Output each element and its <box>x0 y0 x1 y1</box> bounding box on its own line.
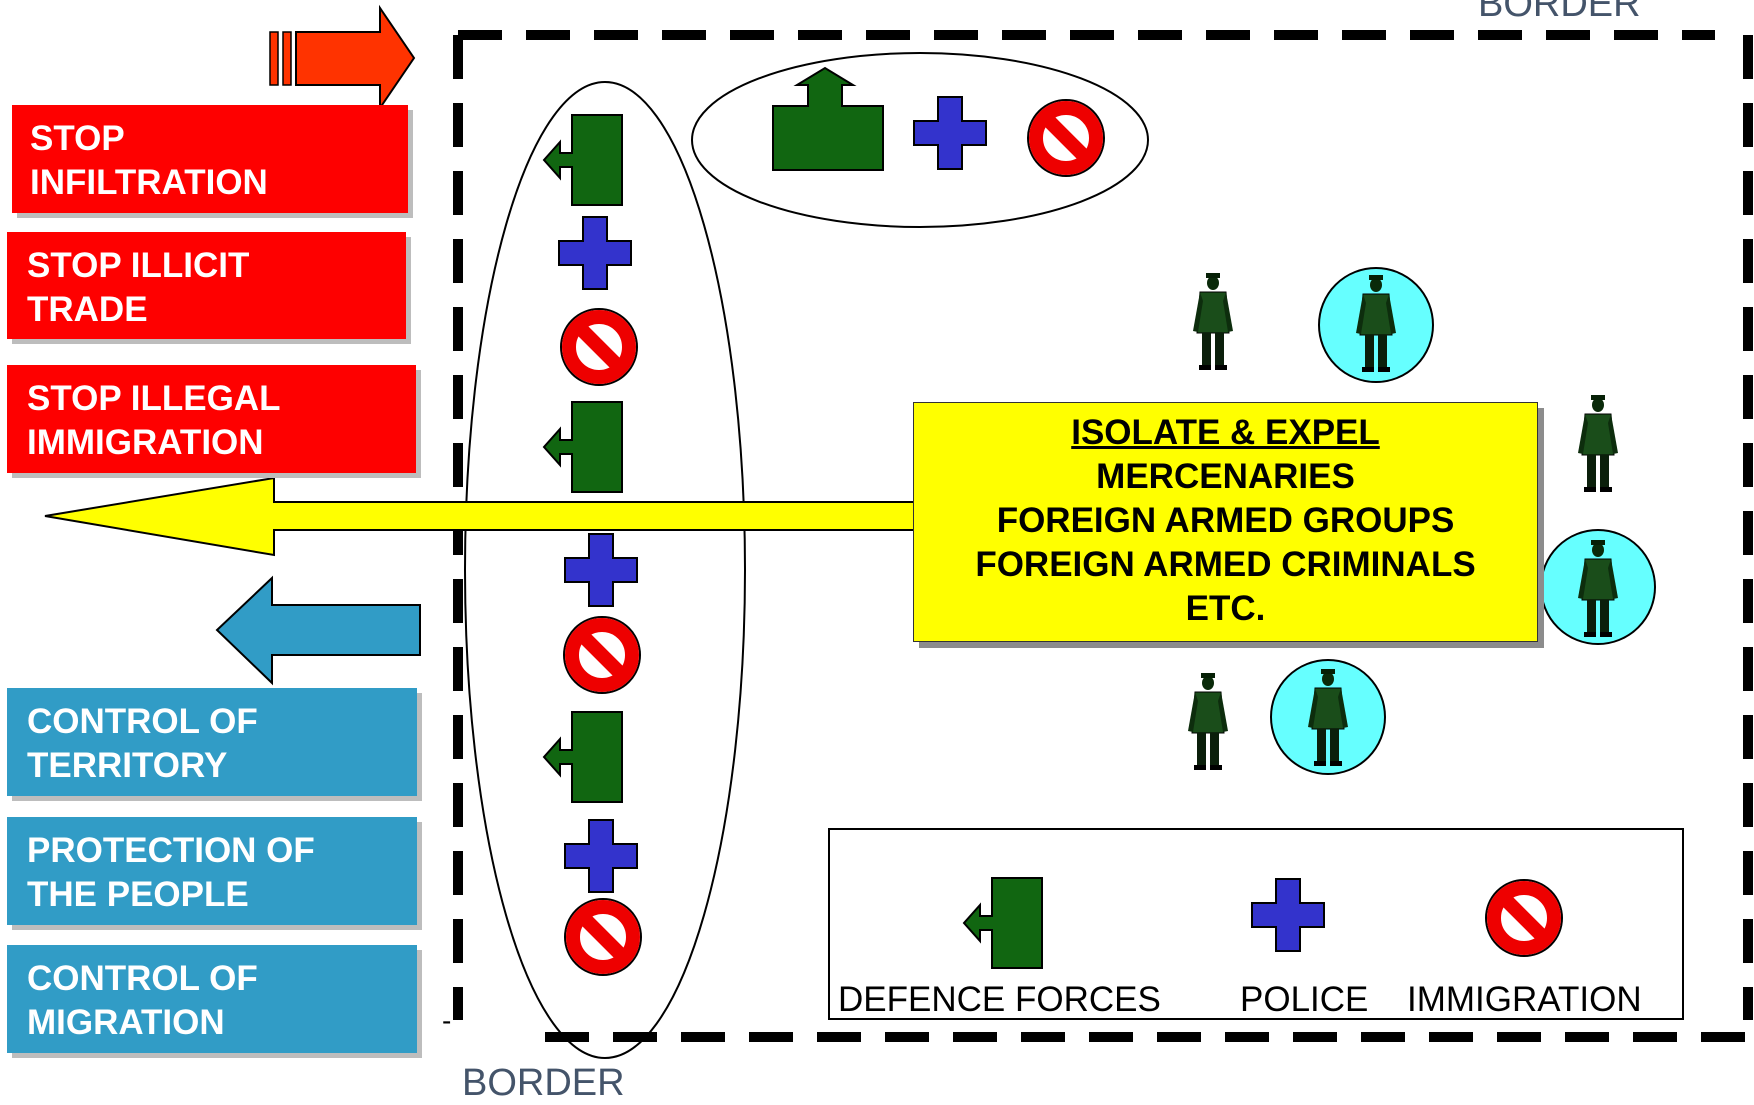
border-label-bottom: BORDER <box>462 1062 625 1104</box>
legend-defence-forces-label: DEFENCE FORCES <box>838 980 1161 1019</box>
defence-forces-icon <box>543 401 623 493</box>
stop-illegal-immigration-box: STOP ILLEGAL IMMIGRATION <box>7 365 416 473</box>
isolate-expel-box: ISOLATE & EXPEL MERCENARIES FOREIGN ARME… <box>913 402 1538 642</box>
isolate-expel-heading: ISOLATE & EXPEL <box>1071 413 1380 452</box>
no-entry-icon <box>565 899 641 975</box>
police-cross-icon <box>558 216 632 290</box>
legend-police-label: POLICE <box>1240 980 1369 1019</box>
checkpoint-ellipse-top <box>691 52 1149 228</box>
no-entry-icon <box>1028 100 1104 176</box>
target-line: FOREIGN ARMED GROUPS <box>996 501 1455 540</box>
police-cross-icon <box>564 819 638 893</box>
border-label-top: BORDER <box>1478 0 1641 25</box>
legend-box <box>828 828 1684 1020</box>
no-entry-icon <box>561 309 637 385</box>
soldier-icon <box>1192 272 1234 371</box>
defence-forces-icon <box>772 66 884 171</box>
control-blue-arrow <box>215 575 421 686</box>
stop-illicit-trade-box: STOP ILLICIT TRADE <box>7 232 406 339</box>
control-of-migration-box: CONTROL OF MIGRATION <box>7 945 417 1053</box>
stop-infiltration-box: STOP INFILTRATION <box>12 105 408 213</box>
inward-red-arrow <box>269 4 416 112</box>
legend-immigration-label: IMMIGRATION <box>1407 980 1642 1019</box>
no-entry-icon <box>564 617 640 693</box>
checkpoint-ellipse-vertical <box>464 81 746 1059</box>
target-line: MERCENARIES <box>1096 457 1355 496</box>
control-of-territory-box: CONTROL OF TERRITORY <box>7 688 417 796</box>
police-cross-icon <box>564 533 638 607</box>
defence-forces-icon <box>543 114 623 206</box>
soldier-icon <box>1577 394 1619 493</box>
police-cross-icon <box>913 96 987 170</box>
target-line: FOREIGN ARMED CRIMINALS <box>975 545 1476 584</box>
expel-yellow-arrow <box>44 476 949 557</box>
stray-mark: - <box>442 1005 452 1036</box>
protection-of-people-box: PROTECTION OF THE PEOPLE <box>7 817 417 925</box>
defence-forces-icon <box>543 711 623 803</box>
soldier-icon <box>1187 672 1229 771</box>
target-line: ETC. <box>1185 589 1266 628</box>
